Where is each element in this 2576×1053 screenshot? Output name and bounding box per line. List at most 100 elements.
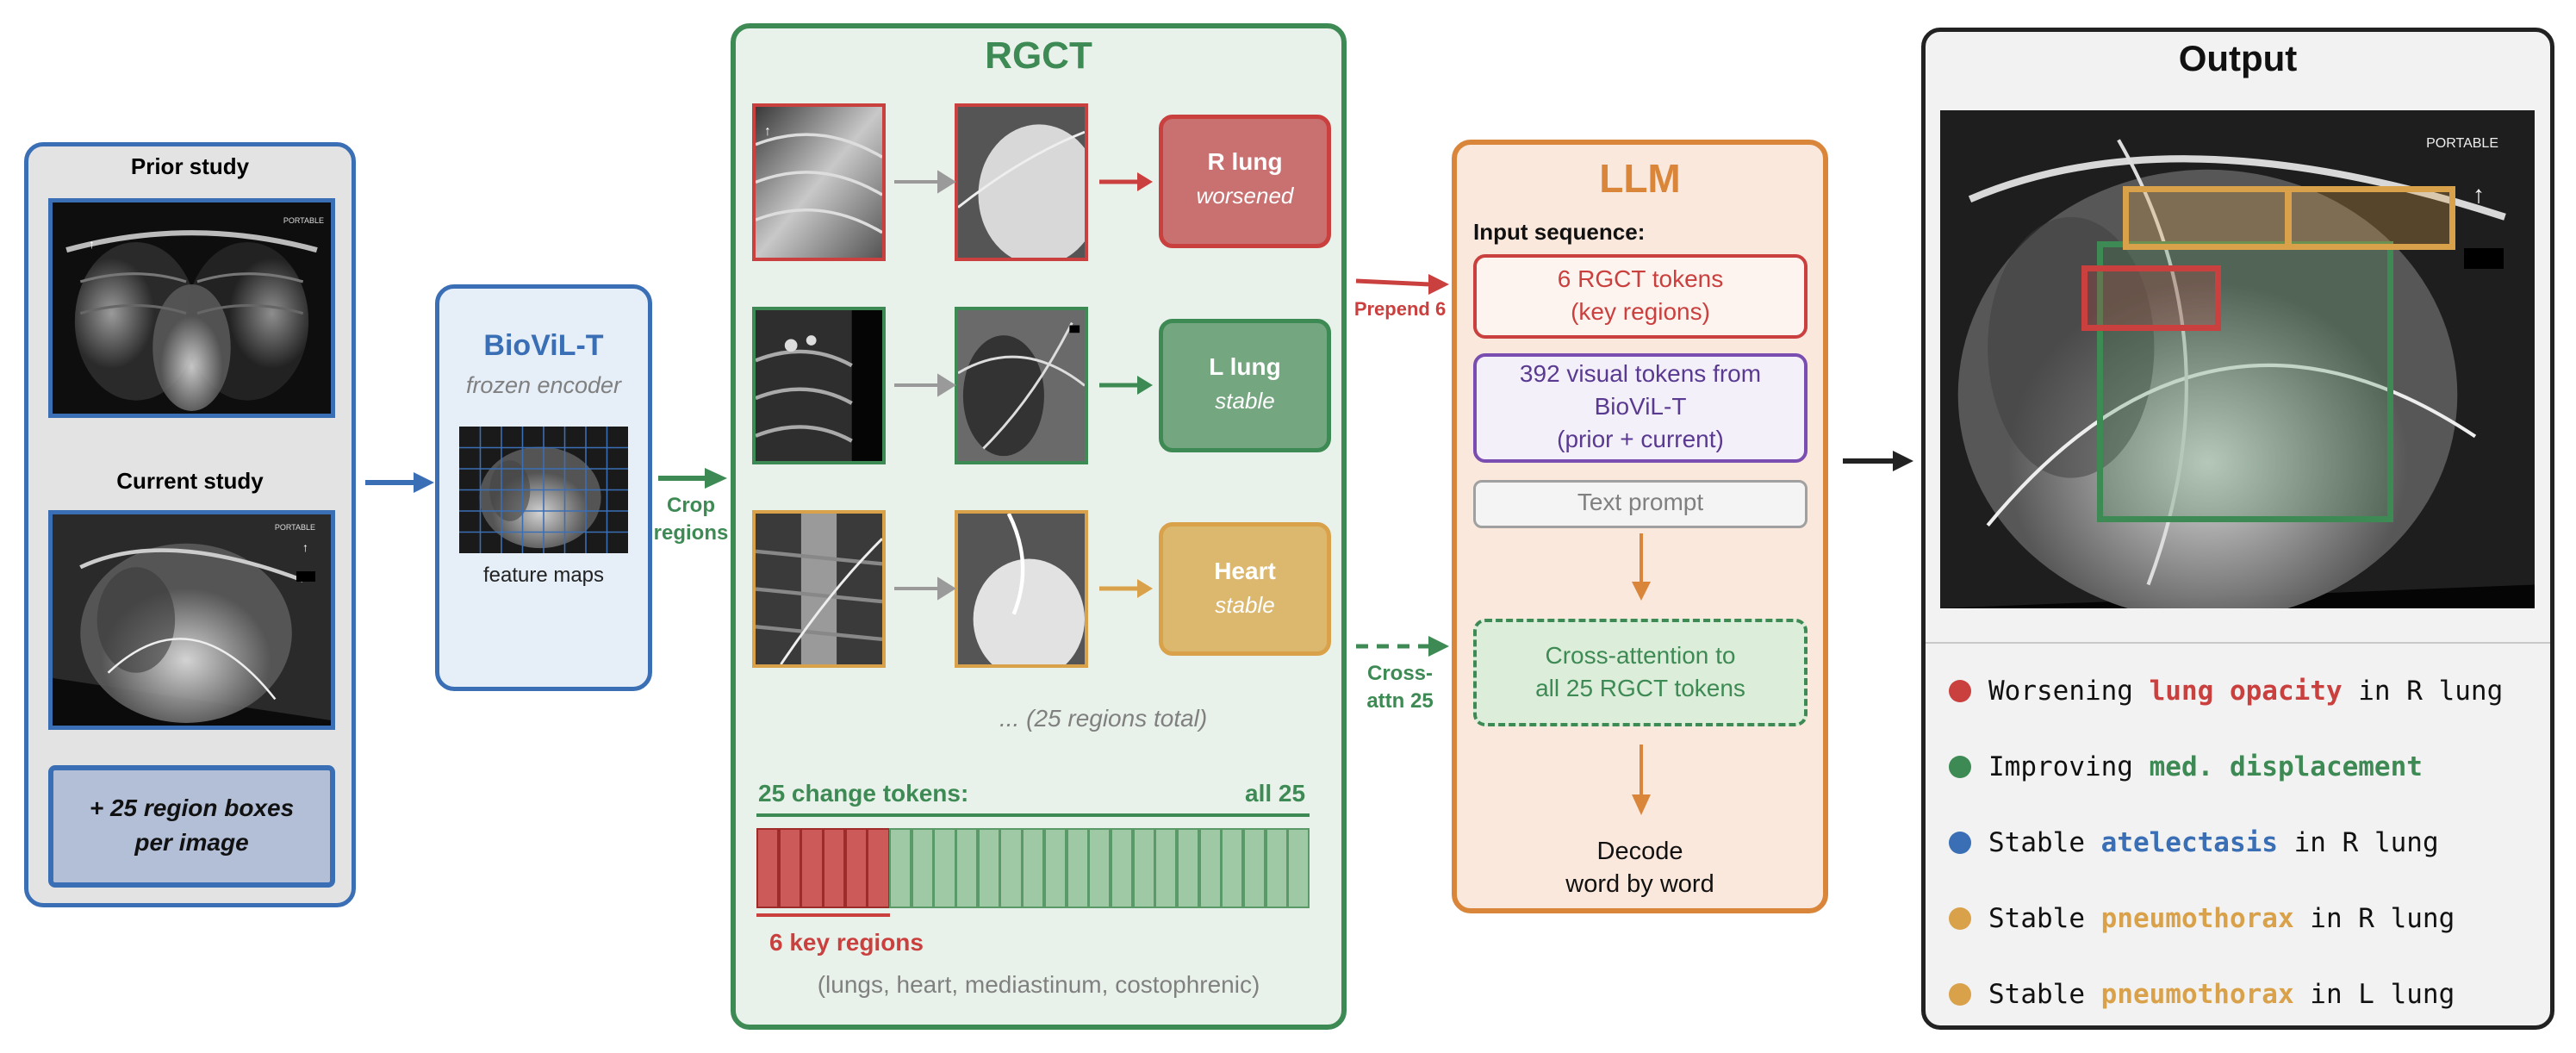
change-token (977, 828, 1000, 908)
text-prompt-label: Text prompt (1577, 489, 1704, 515)
heart-status: stable (1215, 592, 1275, 618)
llm-to-output-arrow (1843, 451, 1913, 471)
input-sequence-label: Input sequence: (1473, 219, 1646, 245)
finding-dot-icon (1949, 680, 1971, 702)
finding-text: Stable atelectasis in R lung (1988, 827, 2439, 858)
prior-study-label: Prior study (130, 153, 250, 179)
finding-dot-icon (1949, 907, 1971, 930)
change-tokens-label: 25 change tokens: (758, 780, 969, 807)
l-lung-status-box (1159, 319, 1331, 452)
heart-current-crop (955, 510, 1088, 668)
overlay-heart-box-left (2123, 186, 2292, 250)
current-black-marker (296, 571, 315, 582)
change-token (1154, 828, 1178, 908)
change-token (1022, 828, 1045, 908)
rgct-tokens-box (1473, 254, 1808, 339)
current-study-label: Current study (116, 468, 264, 494)
finding-prefix: Stable (1988, 979, 2101, 1010)
change-tokens-all-label: all 25 (1245, 780, 1306, 807)
rgct-status-arrows (1099, 172, 1153, 598)
change-token (1287, 828, 1310, 908)
regions-total-note: ... (25 regions total) (999, 705, 1208, 732)
decode-line2: word by word (1565, 870, 1714, 898)
r-lung-status: worsened (1196, 183, 1294, 209)
current-portable-tag: PORTABLE (274, 523, 315, 532)
heart-prior-crop (752, 510, 886, 668)
feature-map-image (459, 427, 628, 553)
input-to-encoder-arrow (365, 472, 434, 493)
r-lung-prior-arrow-icon: ↑ (764, 124, 771, 139)
feature-maps-caption: feature maps (482, 564, 605, 587)
heart-name: Heart (1214, 558, 1276, 584)
change-token (1043, 828, 1067, 908)
cross-attention-line1: Cross-attention to (1545, 642, 1736, 669)
key-change-token (867, 828, 890, 908)
key-change-token (756, 828, 780, 908)
finding-suffix: in R lung (2277, 827, 2439, 858)
finding-keyword: med. displacement (2149, 751, 2423, 782)
finding-text: Improving med. displacement (1988, 751, 2423, 782)
regions-list-note: (lungs, heart, mediastinum, costophrenic… (817, 971, 1260, 998)
cross-attn-label-line1: Cross- (1366, 662, 1434, 685)
finding-keyword: pneumothorax (2100, 903, 2294, 934)
finding-item: Improving med. displacement (1949, 750, 2423, 784)
output-title: Output (2178, 38, 2298, 78)
finding-item: Stable pneumothorax in L lung (1949, 977, 2455, 1012)
output-arrow-marker-icon: ↑ (2473, 181, 2485, 208)
change-token (1221, 828, 1244, 908)
change-token (1198, 828, 1222, 908)
change-token-strip (756, 828, 1310, 908)
current-arrow-marker-icon: ↑ (302, 540, 308, 554)
key-change-token (823, 828, 846, 908)
key-regions-label: 6 key regions (769, 929, 924, 956)
visual-tokens-box (1473, 353, 1808, 463)
encoder-title: BioViL-T (483, 329, 604, 362)
finding-prefix: Improving (1988, 751, 2150, 782)
output-xray-image: PORTABLE ↑ (1940, 110, 2535, 608)
r-lung-status-box (1159, 115, 1331, 248)
finding-item: Stable atelectasis in R lung (1949, 826, 2439, 860)
finding-keyword: lung opacity (2149, 676, 2343, 707)
finding-suffix: in L lung (2293, 979, 2455, 1010)
region-boxes-box (48, 765, 335, 888)
change-token (1066, 828, 1089, 908)
r-lung-prior-crop: ↑ (752, 103, 886, 261)
cross-to-decode-arrow (1632, 745, 1651, 815)
l-lung-current-crop (955, 307, 1088, 464)
prepend-label: Prepend 6 (1353, 298, 1447, 320)
key-change-token (844, 828, 868, 908)
finding-text: Stable pneumothorax in R lung (1988, 903, 2455, 934)
prepend-arrow (1355, 274, 1449, 295)
change-token (1088, 828, 1111, 908)
change-token (1265, 828, 1288, 908)
finding-prefix: Stable (1988, 827, 2101, 858)
decode-line1: Decode (1596, 838, 1683, 865)
cross-attn-label-line2: attn 25 (1366, 689, 1434, 713)
key-regions-underline (756, 913, 890, 917)
finding-text: Worsening lung opacity in R lung (1988, 676, 2503, 707)
crop-regions-label-line1: Crop (667, 494, 715, 517)
rgct-tokens-line1: 6 RGCT tokens (1557, 265, 1724, 292)
l-lung-prior-crop (752, 307, 886, 464)
prior-xray-image: PORTABLE ↑ (48, 198, 335, 418)
finding-dot-icon (1949, 983, 1971, 1006)
cross-attention-box (1473, 619, 1808, 726)
overlay-heart-box-right (2285, 186, 2455, 250)
change-token (999, 828, 1023, 908)
output-divider (1926, 642, 2550, 644)
output-black-marker (2464, 248, 2504, 269)
r-lung-current-crop (955, 103, 1088, 261)
finding-prefix: Worsening (1988, 676, 2150, 707)
key-change-token (800, 828, 824, 908)
output-portable-tag: PORTABLE (2426, 136, 2498, 151)
rgct-title: RGCT (985, 34, 1092, 77)
change-tokens-underline (756, 813, 1310, 817)
finding-dot-icon (1949, 832, 1971, 854)
finding-keyword: atelectasis (2100, 827, 2278, 858)
finding-dot-icon (1949, 756, 1971, 778)
encoder-to-rgct-arrow (658, 468, 727, 489)
rgct-crop-arrows (894, 170, 956, 601)
cross-attn-arrow (1356, 636, 1449, 657)
change-token (1132, 828, 1155, 908)
visual-tokens-line3: (prior + current) (1557, 426, 1724, 452)
